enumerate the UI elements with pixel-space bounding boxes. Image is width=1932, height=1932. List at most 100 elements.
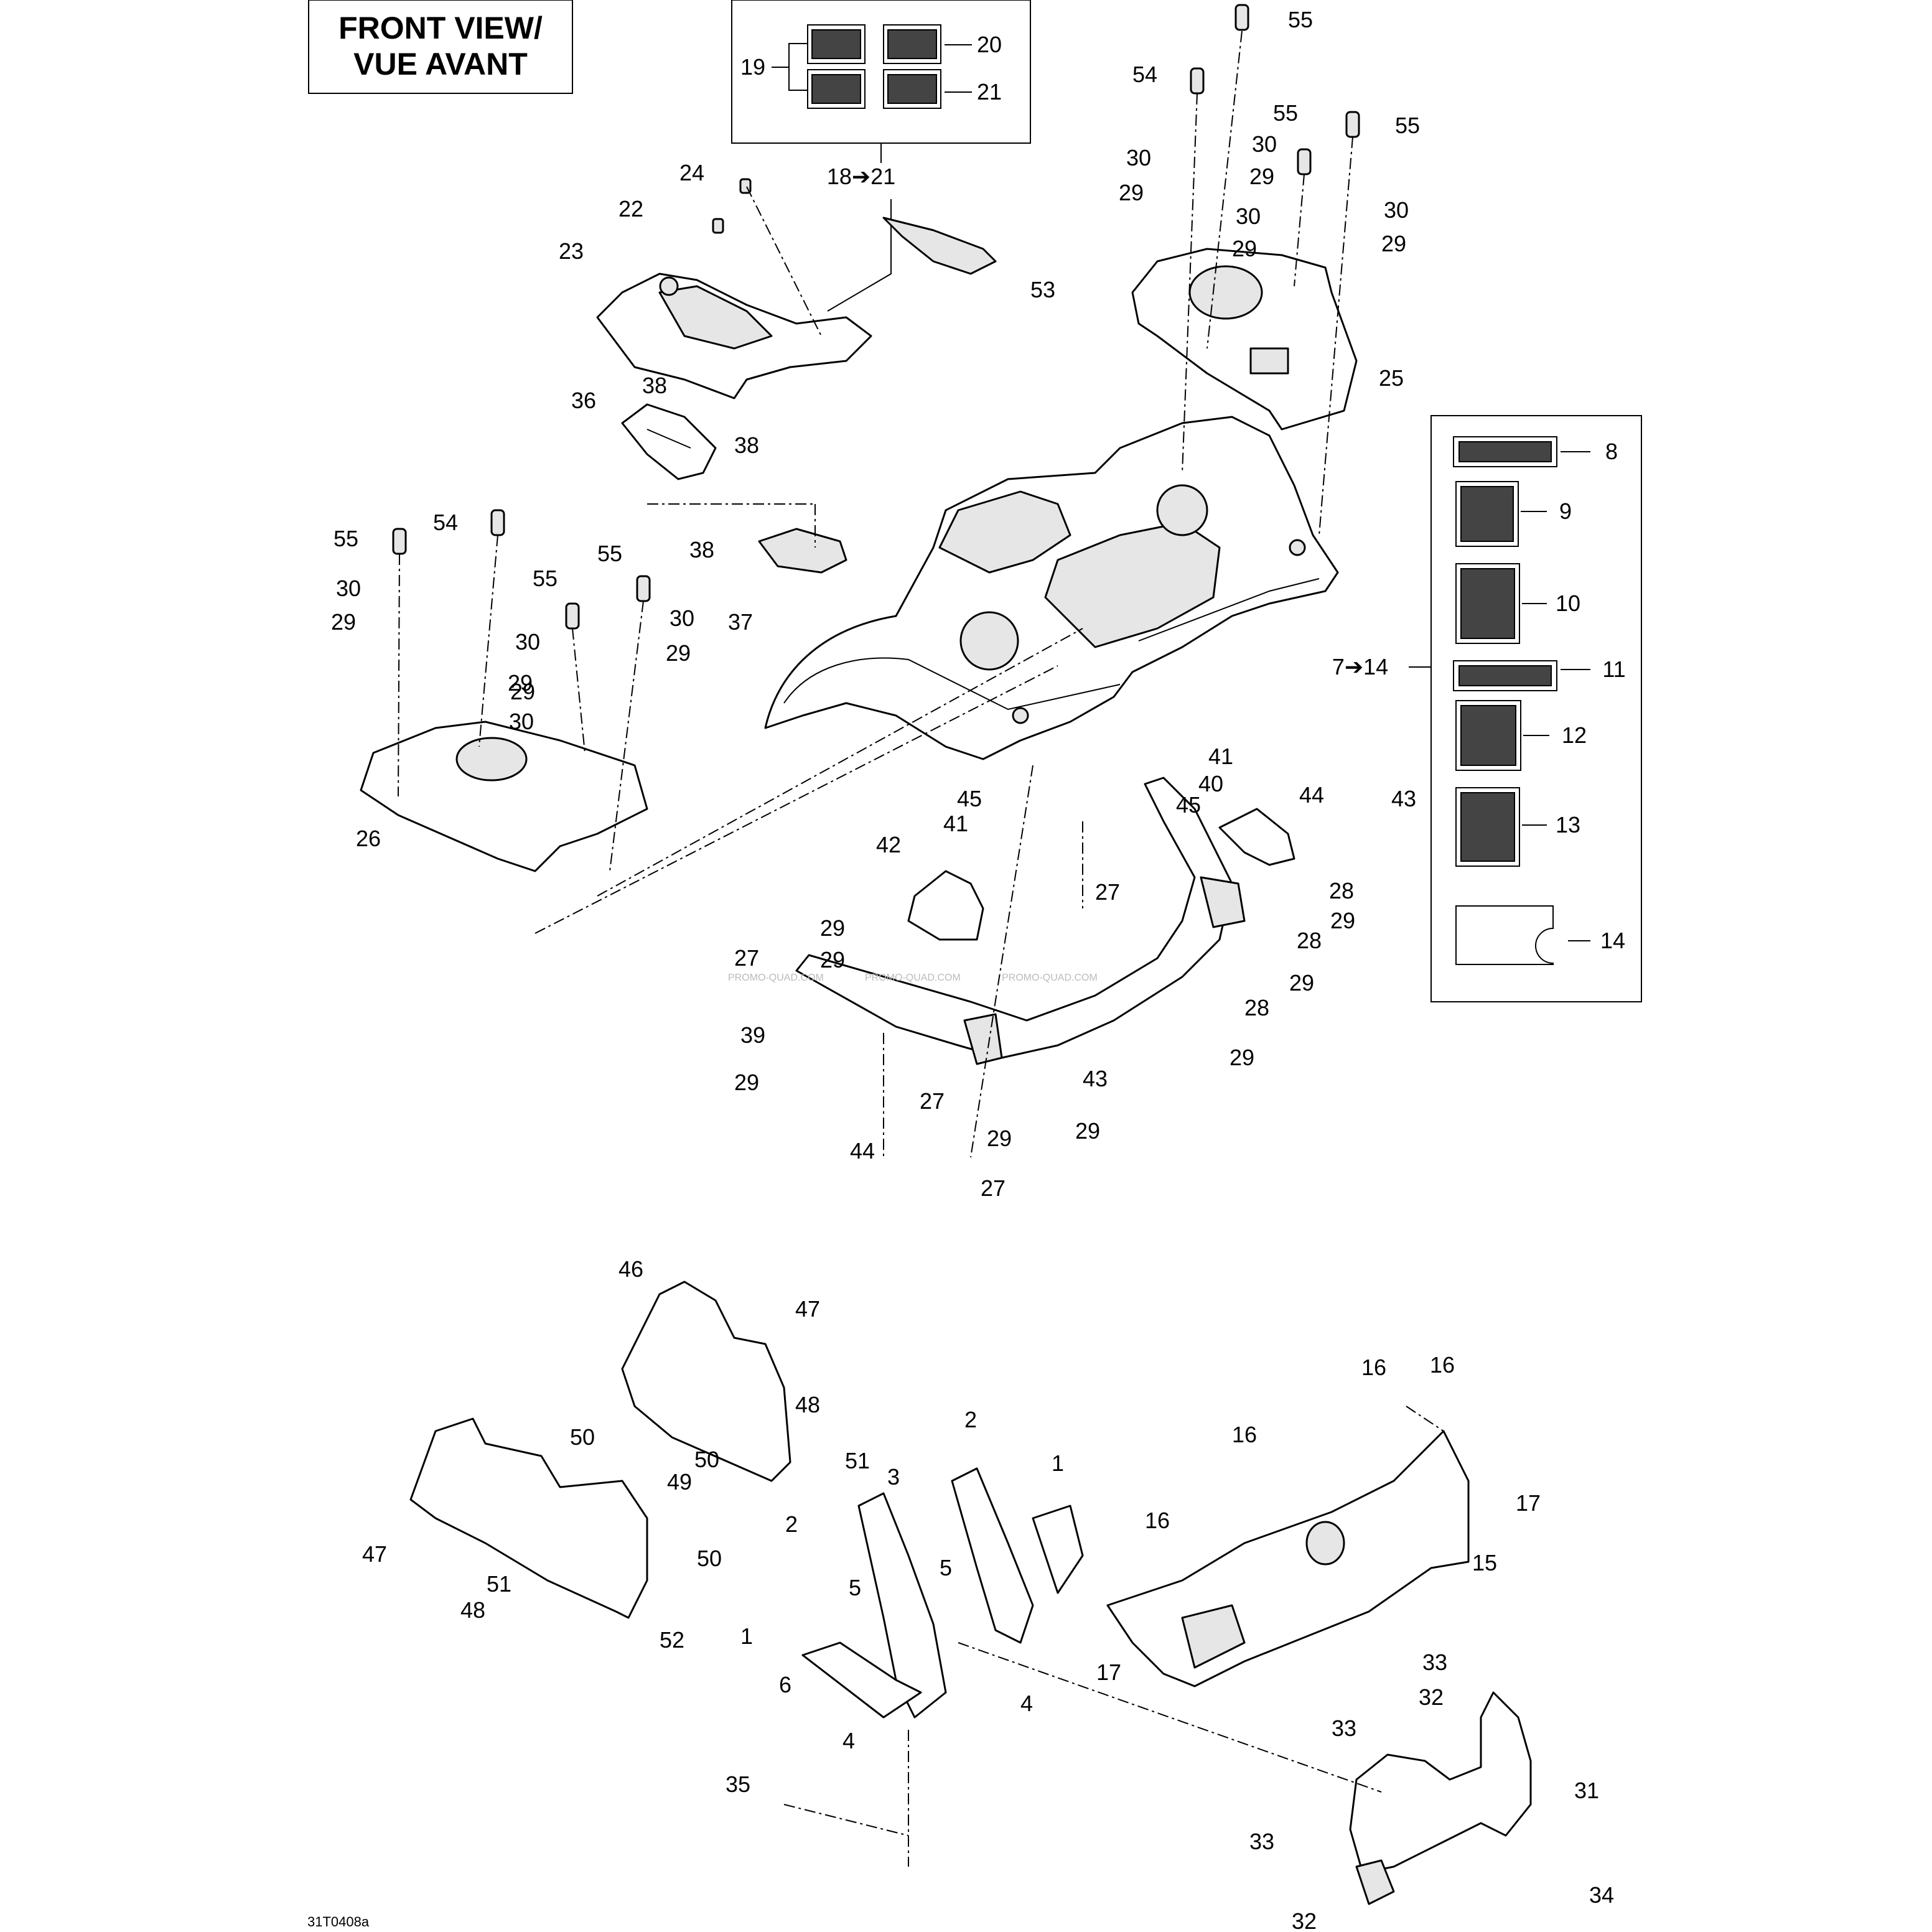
- upper-callout-30: 30: [509, 709, 534, 734]
- upper-callout-29: 29: [510, 679, 535, 704]
- upper-callout-27: 27: [734, 945, 759, 971]
- bracket-42: [907, 870, 984, 941]
- lower-callout-5: 5: [940, 1555, 952, 1580]
- lower-callout-16: 16: [1361, 1355, 1386, 1380]
- decal-inset-top: 19 20 21 18➔21: [731, 0, 1031, 312]
- lower-callout-48: 48: [460, 1597, 485, 1623]
- drawing-code: 31T0408a: [307, 1914, 370, 1930]
- decal-label-9: 9: [1559, 498, 1572, 524]
- lower-callout-35: 35: [726, 1771, 750, 1797]
- lower-callout-47: 47: [795, 1296, 820, 1322]
- upper-callout-30: 30: [1126, 145, 1151, 170]
- lower-callout-51: 51: [845, 1448, 870, 1473]
- view-title-box: FRONT VIEW/ VUE AVANT: [308, 0, 573, 94]
- watermark-3: PROMO-QUAD.COM: [1002, 973, 1098, 983]
- upper-callout-29: 29: [1075, 1118, 1100, 1144]
- upper-callout-29: 29: [1249, 164, 1274, 189]
- upper-callout-29: 29: [331, 609, 356, 635]
- lower-callout-46: 46: [618, 1256, 643, 1282]
- upper-callout-28: 28: [1297, 928, 1322, 953]
- upper-callout-29: 29: [666, 640, 691, 666]
- trim-piece-53: [882, 217, 997, 275]
- lower-callout-49: 49: [667, 1469, 692, 1495]
- lower-callout-16: 16: [1232, 1422, 1257, 1447]
- lower-callout-34: 34: [1589, 1882, 1614, 1908]
- upper-callout-30: 30: [1236, 203, 1261, 229]
- watermark-1: PROMO-QUAD.COM: [728, 973, 824, 983]
- decal-range-side-label: 7➔14: [1332, 654, 1388, 679]
- decal-label-10: 10: [1556, 590, 1580, 616]
- upper-callout-41: 41: [1208, 744, 1233, 769]
- rack-26: [360, 721, 648, 872]
- upper-callout-38: 38: [689, 537, 714, 562]
- lower-callout-16: 16: [1145, 1508, 1170, 1533]
- lower-callout-4: 4: [842, 1728, 855, 1753]
- upper-callout-38: 38: [642, 373, 667, 398]
- latch-37: [758, 528, 847, 574]
- lower-callout-6: 6: [779, 1672, 791, 1697]
- upper-callout-54: 54: [1132, 62, 1157, 87]
- front-bumper-31: [1349, 1691, 1532, 1905]
- upper-callout-45: 45: [957, 786, 982, 811]
- upper-callout-29: 29: [820, 947, 845, 973]
- front-frame-6: [801, 1467, 1084, 1719]
- lower-callout-2: 2: [785, 1511, 798, 1537]
- lower-callout-52: 52: [660, 1627, 684, 1653]
- assembly-lines-upper: [398, 30, 1353, 1158]
- view-title-line2: VUE AVANT: [353, 47, 528, 82]
- upper-callout-25: 25: [1379, 365, 1404, 391]
- rack-25: [1131, 248, 1358, 431]
- watermark-2: PROMO-QUAD.COM: [865, 973, 961, 983]
- decal-label-8: 8: [1605, 439, 1618, 464]
- upper-callout-29: 29: [1232, 236, 1257, 261]
- upper-callout-53: 53: [1030, 277, 1055, 302]
- dash-panel-cover: [596, 273, 872, 399]
- decal-panel-side: 8 9 10 11 12 13 14 7➔14: [1332, 415, 1642, 1002]
- front-fascia-15: [1106, 1430, 1470, 1687]
- upper-callout-54: 54: [433, 510, 458, 535]
- front-fender-body: [764, 416, 1339, 760]
- upper-callout-55: 55: [597, 541, 622, 566]
- lower-callout-33: 33: [1422, 1650, 1447, 1675]
- lower-callout-48: 48: [795, 1392, 820, 1417]
- upper-callout-22: 22: [618, 196, 643, 222]
- upper-callout-42: 42: [876, 832, 901, 857]
- view-title-line1: FRONT VIEW/: [338, 11, 543, 45]
- upper-callout-28: 28: [1244, 995, 1269, 1020]
- decal-label-21: 21: [977, 79, 1002, 105]
- lower-callout-31: 31: [1574, 1778, 1599, 1803]
- upper-callout-36: 36: [571, 388, 596, 413]
- assembly-lines-lower: [783, 1406, 1444, 1867]
- upper-callout-55: 55: [1273, 100, 1298, 126]
- upper-callout-29: 29: [1289, 970, 1314, 996]
- upper-callout-55: 55: [1288, 7, 1313, 32]
- upper-callout-39: 39: [740, 1022, 765, 1048]
- lower-callout-5: 5: [849, 1575, 861, 1600]
- lower-callout-50: 50: [697, 1546, 722, 1571]
- decal-range-top-label: 18➔21: [827, 164, 895, 189]
- upper-callout-29: 29: [1230, 1045, 1254, 1070]
- decal-label-14: 14: [1600, 928, 1625, 953]
- lower-callout-17: 17: [1096, 1659, 1121, 1685]
- upper-callout-45: 45: [1176, 792, 1201, 818]
- upper-callout-41: 41: [943, 811, 968, 836]
- upper-callout-30: 30: [1252, 131, 1277, 157]
- upper-callout-30: 30: [515, 629, 540, 655]
- upper-callout-29: 29: [820, 915, 845, 941]
- lower-callout-50: 50: [570, 1424, 595, 1450]
- upper-callout-38: 38: [734, 432, 759, 458]
- upper-callout-44: 44: [850, 1138, 875, 1164]
- upper-callout-26: 26: [356, 826, 381, 851]
- upper-callout-30: 30: [670, 605, 694, 631]
- lower-callout-32: 32: [1292, 1908, 1317, 1932]
- upper-callout-43: 43: [1083, 1066, 1108, 1091]
- upper-callout-29: 29: [987, 1126, 1012, 1151]
- bracket-40: [1218, 808, 1295, 866]
- upper-callout-55: 55: [334, 526, 358, 551]
- lower-callout-33: 33: [1249, 1829, 1274, 1854]
- upper-callout-44: 44: [1299, 782, 1324, 808]
- upper-callout-30: 30: [336, 576, 361, 601]
- lower-callout-50: 50: [694, 1447, 719, 1472]
- callout-labels: 5554553029302955302930292422235325383638…: [331, 7, 1614, 1932]
